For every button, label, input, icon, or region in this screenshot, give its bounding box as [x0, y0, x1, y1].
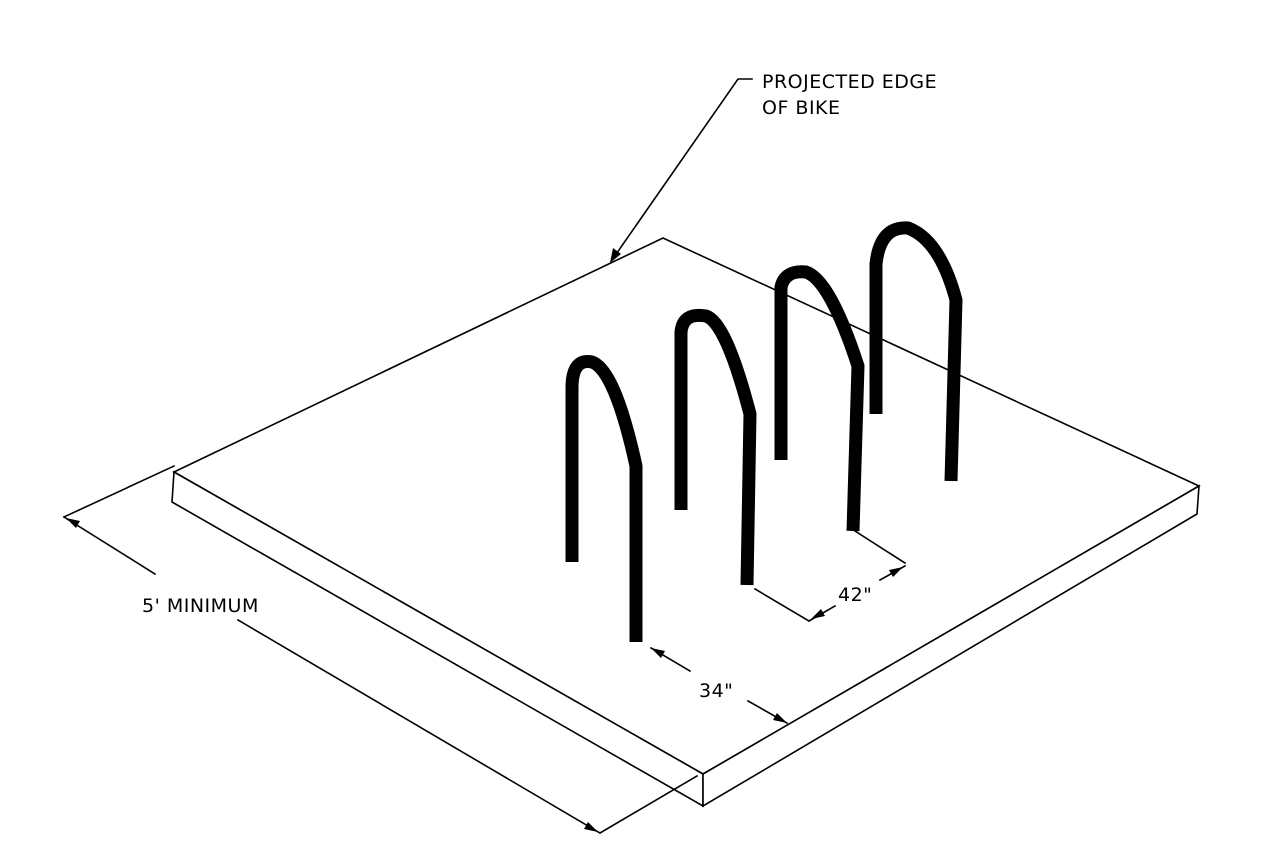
- width-dimension-lines: [62, 464, 699, 835]
- hoop-1: [565, 355, 643, 642]
- pad-right-face: [702, 484, 1200, 808]
- rack-spacing-dimension-lines: [649, 646, 789, 725]
- hoop-depth-dimension-lines: [753, 529, 907, 623]
- bike-hoops: [565, 221, 963, 642]
- rack-spacing-label: 34": [699, 680, 733, 702]
- hoop-depth-label: 42": [838, 584, 872, 606]
- hoop-4: [869, 221, 963, 482]
- projected-edge-leader: [610, 78, 753, 263]
- projected-edge-label: PROJECTED EDGE OF BIKE: [762, 71, 944, 119]
- hoop-3: [774, 265, 865, 532]
- hoop-2: [674, 308, 757, 586]
- width-dimension-label: 5' MINIMUM: [142, 595, 259, 617]
